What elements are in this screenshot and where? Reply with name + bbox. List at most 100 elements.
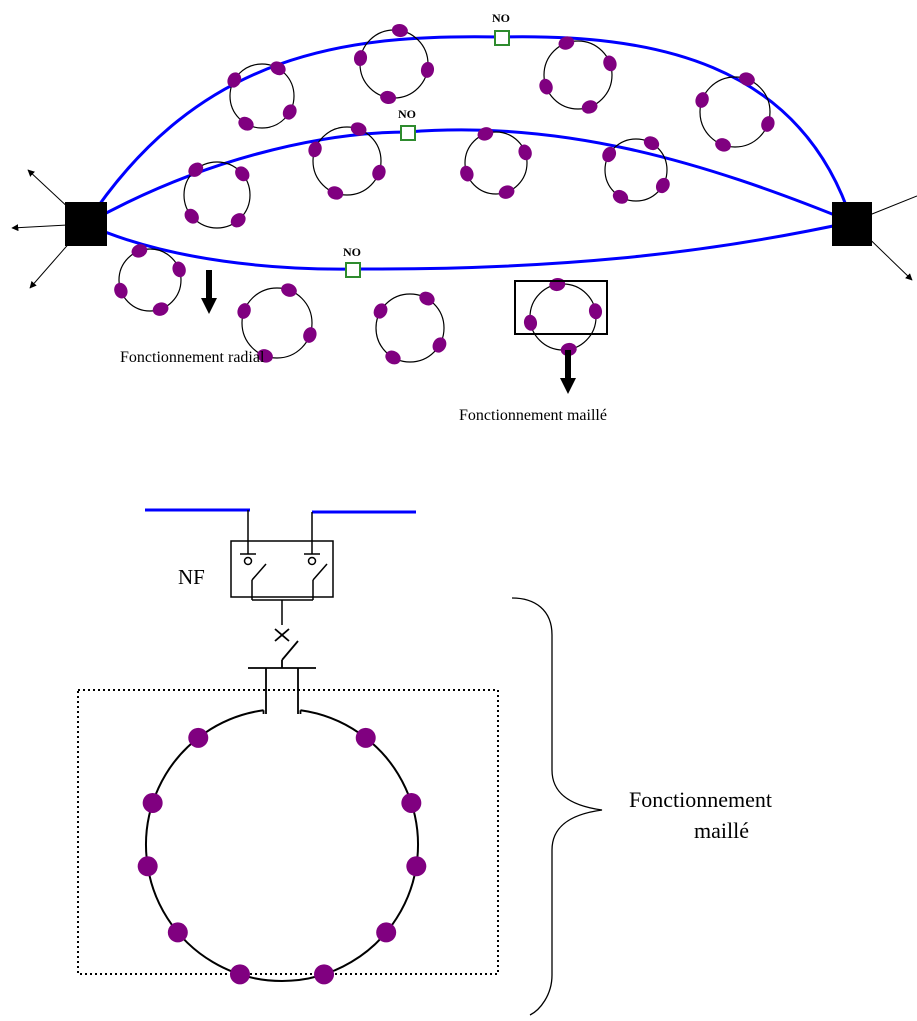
loop-node-icon: [420, 61, 435, 78]
loop-node-icon: [460, 165, 474, 182]
no-label-middle: NO: [398, 107, 416, 121]
loop-node-icon: [238, 116, 254, 131]
loop-ring: [529, 283, 597, 351]
circuit-breaker-icon: [248, 628, 316, 714]
large-loop-node-icon: [314, 964, 335, 985]
loop-node-icon: [518, 144, 532, 161]
loop-node-icon: [477, 127, 494, 141]
loop-ring: [312, 126, 382, 196]
loop-11: [373, 291, 447, 365]
right-substation-icon: [832, 202, 872, 246]
open-switch-bottom: [345, 262, 361, 278]
loop-node-icon: [715, 138, 731, 152]
large-loop-node-icon: [142, 792, 163, 813]
highlight-box: [514, 280, 608, 335]
open-switches: [345, 30, 510, 278]
loop-node-icon: [419, 291, 435, 306]
loop-node-icon: [385, 350, 401, 365]
loop-ring: [699, 76, 771, 148]
loop-node-icon: [391, 23, 408, 38]
loop-node-icon: [602, 146, 617, 163]
loop-7: [460, 127, 532, 199]
loop-ring: [464, 131, 528, 195]
loop-4: [695, 72, 775, 152]
switch-symbol-icon: [230, 510, 334, 625]
feeder-bottom: [85, 220, 853, 271]
loop-node-icon: [235, 166, 250, 182]
loop-node-icon: [539, 78, 553, 95]
loop-1: [227, 61, 297, 131]
loop-node-icon: [612, 189, 629, 204]
loop-node-icon: [188, 162, 204, 177]
loop-node-icon: [282, 104, 297, 120]
loop-ring: [183, 161, 251, 229]
no-label-bottom: NO: [343, 245, 361, 259]
label-closed-switch: NF: [178, 565, 205, 589]
loop-node-icon: [588, 303, 603, 320]
incoming-feeders: [145, 508, 416, 514]
loop-8: [602, 136, 670, 204]
label-radial: Fonctionnement radial: [120, 349, 265, 366]
loop-12: [523, 277, 603, 357]
large-loop-node-icon: [229, 964, 250, 985]
large-loop-node-icon: [167, 922, 188, 943]
large-loop-node-icon: [401, 792, 422, 813]
loop-10: [237, 283, 317, 363]
loop-node-icon: [695, 92, 709, 108]
large-loop-node-icon: [355, 727, 376, 748]
loop-3: [539, 36, 617, 114]
loop-node-icon: [257, 349, 273, 363]
loop-node-icon: [432, 337, 447, 353]
label-meshed-line1: Fonctionnement: [629, 787, 772, 812]
loop-node-icon: [184, 208, 199, 224]
large-loop-ring: [145, 709, 419, 982]
loop-6: [308, 122, 386, 200]
loop-node-icon: [643, 136, 660, 151]
loop-node-icon: [230, 213, 246, 228]
loop-node-icon: [558, 36, 575, 50]
loop-ring: [229, 63, 295, 129]
loop-node-icon: [308, 141, 322, 158]
loop-node-icon: [327, 186, 344, 200]
loop-node-icon: [270, 61, 286, 76]
loop-node-icon: [172, 261, 186, 278]
label-meshed-top: Fonctionnement maillé: [459, 407, 607, 424]
loop-node-icon: [237, 303, 251, 319]
feeder-lines: [84, 35, 854, 271]
loop-ring: [604, 138, 668, 202]
loop-node-icon: [227, 72, 242, 88]
loop-node-icon: [549, 277, 566, 292]
open-switch-top: [494, 30, 510, 46]
large-loop-node-icon: [188, 727, 209, 748]
loop-node-icon: [303, 327, 317, 343]
loop-node-icon: [523, 314, 538, 331]
loop-node-icon: [560, 342, 577, 357]
loop-node-icon: [761, 116, 775, 132]
open-switch-middle: [400, 125, 416, 141]
loop-node-icon: [152, 302, 169, 316]
large-loop-node-icon: [406, 856, 427, 877]
loop-ring: [375, 293, 445, 363]
label-meshed-line2: maillé: [694, 818, 749, 843]
loop-node-icon: [380, 90, 397, 105]
loop-node-icon: [581, 100, 598, 114]
loop-node-icon: [739, 72, 755, 86]
loop-node-icon: [353, 50, 368, 67]
arrow-down-radial-icon: [201, 270, 217, 314]
small-loops: [114, 23, 775, 365]
loop-node-icon: [131, 244, 148, 258]
loop-5: [183, 161, 251, 229]
left-substation-icon: [65, 202, 107, 246]
brace-icon: [511, 597, 603, 1016]
large-loop-node-icon: [137, 856, 158, 877]
loop-node-icon: [281, 283, 297, 297]
loop-node-icon: [498, 185, 515, 199]
loop-node-icon: [114, 282, 128, 299]
large-loop: [137, 709, 427, 985]
feeder-middle: [85, 128, 853, 226]
loop-node-icon: [655, 177, 670, 194]
dotted-frame: [77, 689, 499, 975]
no-label-top: NO: [492, 11, 510, 25]
loop-9: [114, 244, 186, 316]
